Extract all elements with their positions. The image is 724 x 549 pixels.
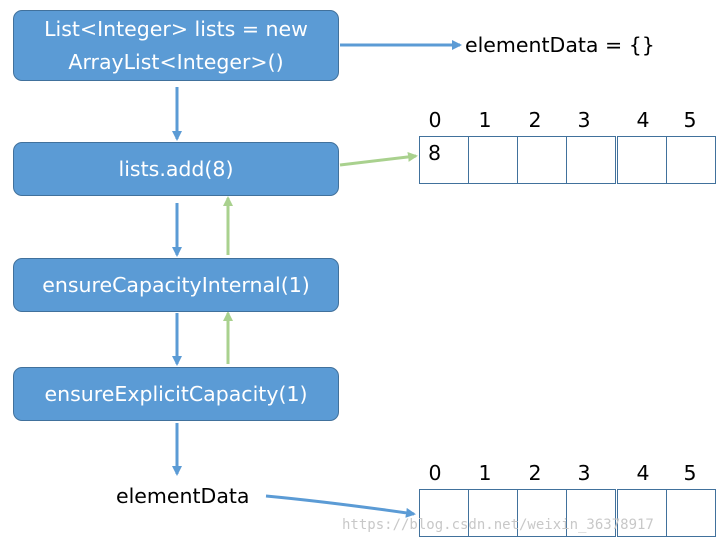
top-index: 0 bbox=[428, 108, 442, 132]
top-array-cell bbox=[666, 136, 716, 184]
empty-element-data-label: elementData = {} bbox=[465, 33, 655, 57]
ensure-capacity-internal-box: ensureCapacityInternal(1) bbox=[13, 258, 339, 312]
top-array-cell: 8 bbox=[419, 136, 469, 184]
top-array-cell bbox=[468, 136, 518, 184]
top-index: 5 bbox=[683, 108, 697, 132]
bottom-array-cell bbox=[617, 489, 667, 537]
bottom-index: 0 bbox=[428, 461, 442, 485]
add-label: lists.add(8) bbox=[118, 156, 234, 181]
top-index: 3 bbox=[577, 108, 591, 132]
top-array-cell bbox=[517, 136, 567, 184]
ensure-capacity-internal-label: ensureCapacityInternal(1) bbox=[42, 272, 310, 297]
arrow-elementdata-to-bottom-array bbox=[265, 494, 416, 518]
bottom-array-cell bbox=[566, 489, 616, 537]
bottom-index: 3 bbox=[577, 461, 591, 485]
bottom-array-cell bbox=[666, 489, 716, 537]
bottom-index: 2 bbox=[528, 461, 542, 485]
add-box: lists.add(8) bbox=[13, 142, 339, 196]
element-data-label: elementData bbox=[116, 484, 250, 508]
ensure-explicit-capacity-box: ensureExplicitCapacity(1) bbox=[13, 367, 339, 421]
top-index: 1 bbox=[478, 108, 492, 132]
bottom-index: 5 bbox=[683, 461, 697, 485]
top-array-cell bbox=[617, 136, 667, 184]
top-index: 2 bbox=[528, 108, 542, 132]
list-init-line2: ArrayList<Integer>() bbox=[68, 49, 284, 74]
list-init-box: List<Integer> lists = new ArrayList<Inte… bbox=[13, 10, 339, 81]
watermark: https://blog.csdn.net/weixin_36378917 bbox=[342, 517, 654, 533]
list-init-line1: List<Integer> lists = new bbox=[44, 16, 308, 41]
bottom-index: 4 bbox=[636, 461, 650, 485]
ensure-explicit-capacity-label: ensureExplicitCapacity(1) bbox=[44, 381, 308, 406]
top-index: 4 bbox=[636, 108, 650, 132]
bottom-array-cell bbox=[468, 489, 518, 537]
arrow-add-to-top-array bbox=[339, 151, 418, 167]
bottom-index: 1 bbox=[478, 461, 492, 485]
top-array-cell bbox=[566, 136, 616, 184]
